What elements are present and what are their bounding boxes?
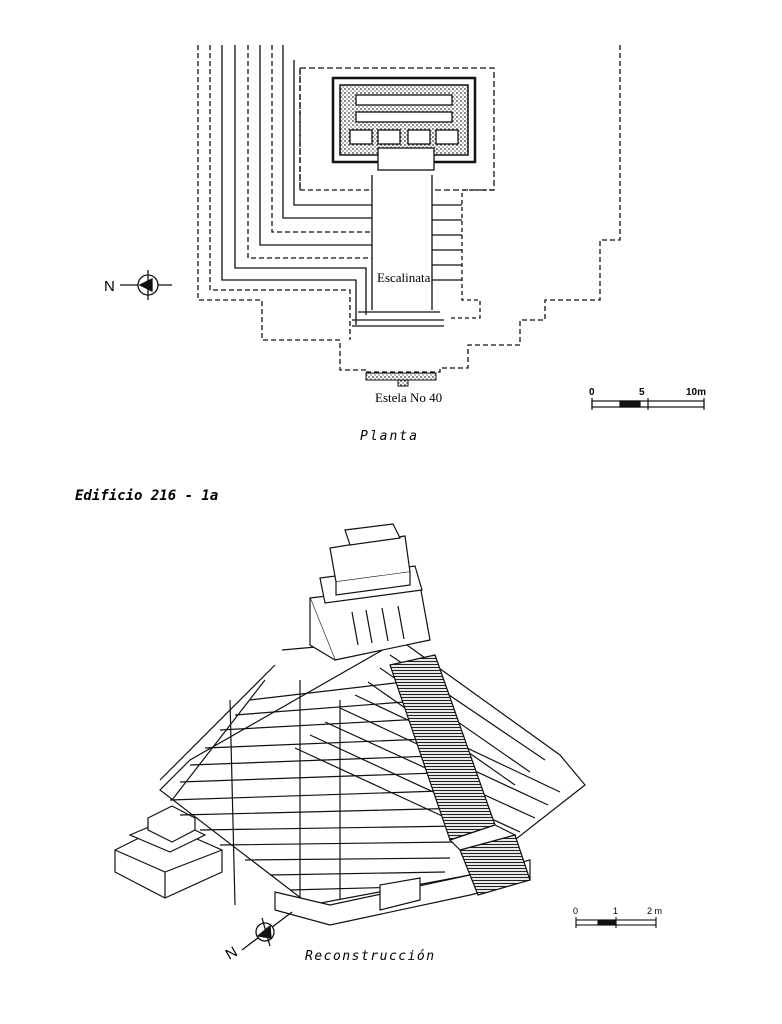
- reconstruction-scale-tick-0: 0: [573, 906, 578, 916]
- plan-scale-tick-10m: 10m: [686, 387, 706, 398]
- reconstruction-caption: Reconstrucción: [305, 949, 436, 964]
- plan-view: [197, 45, 621, 387]
- plan-scale-tick-0: 0: [589, 387, 595, 398]
- plan-north-arrow-icon: [120, 270, 172, 300]
- reconstruction-north-arrow-icon: [241, 911, 293, 951]
- plan-stairway: [352, 175, 462, 327]
- pyramid-stairway: [389, 654, 531, 896]
- pyramid-temple: [309, 523, 431, 661]
- plan-north-label: N: [104, 278, 115, 295]
- side-platform: [114, 805, 223, 899]
- stair-label: Escalinata: [377, 270, 431, 285]
- plan-temple: [331, 76, 477, 171]
- reconstruction-scale-tick-1: 1: [613, 906, 618, 916]
- plan-caption: Planta: [360, 429, 419, 444]
- stela-label: Estela No 40: [375, 390, 442, 405]
- plan-scale-bar: [591, 398, 705, 410]
- plan-stela-marker: [365, 372, 437, 381]
- plan-scale-tick-5: 5: [639, 387, 645, 398]
- plan-terraces-left: [197, 45, 372, 371]
- reconstruction-scale-bar: [575, 917, 657, 928]
- building-title: Edificio 216 - 1a: [75, 488, 218, 504]
- reconstruction-view: [114, 523, 586, 926]
- reconstruction-scale-tick-2m: 2 m: [647, 906, 662, 916]
- reconstruction-north-label: N: [223, 943, 241, 963]
